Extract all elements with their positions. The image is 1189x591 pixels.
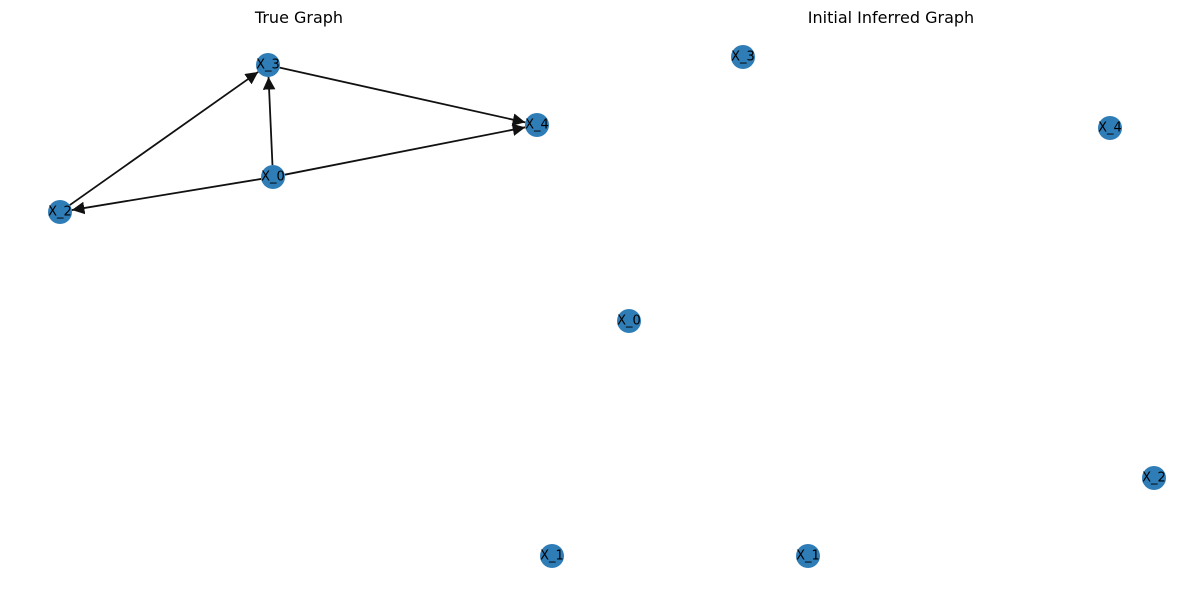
- node-circle: [617, 309, 641, 333]
- node-true-X_2: X_2: [48, 200, 72, 224]
- node-inferred-X_2: X_2: [1142, 466, 1166, 490]
- node-circle: [256, 53, 280, 77]
- node-label: X_2: [48, 205, 72, 220]
- node-label: X_1: [796, 549, 820, 564]
- node-circle: [48, 200, 72, 224]
- node-true-X_1: X_1: [540, 544, 564, 568]
- node-circle: [261, 165, 285, 189]
- node-label: X_3: [256, 58, 280, 73]
- edge-true-X_0-X_4: [284, 123, 526, 176]
- edges-layer: [69, 66, 526, 215]
- node-label: X_4: [1098, 121, 1122, 136]
- nodes-layer: X_3X_4X_0X_2X_1X_3X_4X_0X_2X_1: [48, 45, 1166, 568]
- node-label: X_0: [261, 170, 285, 185]
- node-inferred-X_3: X_3: [731, 45, 755, 69]
- node-label: X_3: [731, 50, 755, 65]
- node-true-X_3: X_3: [256, 53, 280, 77]
- node-label: X_0: [617, 314, 641, 329]
- node-inferred-X_4: X_4: [1098, 116, 1122, 140]
- node-circle: [540, 544, 564, 568]
- node-true-X_4: X_4: [525, 113, 549, 137]
- edge-true-X_0-X_3: [262, 76, 276, 166]
- node-circle: [1142, 466, 1166, 490]
- edge-true-X_0-X_2: [71, 178, 262, 215]
- edge-true-X_2-X_3: [69, 71, 259, 206]
- node-circle: [1098, 116, 1122, 140]
- node-label: X_1: [540, 549, 564, 564]
- node-label: X_4: [525, 118, 549, 133]
- node-circle: [796, 544, 820, 568]
- node-circle: [525, 113, 549, 137]
- node-inferred-X_1: X_1: [796, 544, 820, 568]
- node-circle: [731, 45, 755, 69]
- panel-title-initial-inferred-graph: Initial Inferred Graph: [807, 8, 975, 27]
- node-true-X_0: X_0: [261, 165, 285, 189]
- edge-true-X_3-X_4: [279, 66, 526, 126]
- panel-title-true-graph: True Graph: [254, 8, 344, 27]
- node-label: X_2: [1142, 471, 1166, 486]
- node-inferred-X_0: X_0: [617, 309, 641, 333]
